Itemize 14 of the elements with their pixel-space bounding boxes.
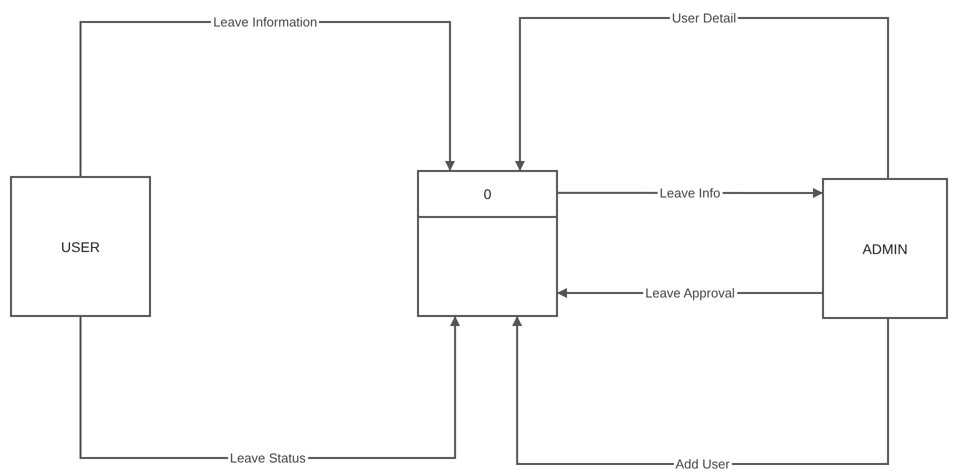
- entity-box: [10, 176, 151, 317]
- edge-label: Leave Info: [658, 185, 722, 200]
- node-label: USER: [61, 238, 100, 254]
- edge-label: Leave Status: [228, 450, 308, 466]
- process-box: [417, 170, 558, 317]
- edge-label: User Detail: [670, 10, 738, 26]
- edge-label: Leave Information: [211, 14, 320, 30]
- arrow: [514, 17, 890, 178]
- node-label: 0: [484, 186, 492, 202]
- arrow: [512, 316, 890, 465]
- edge-label: Add User: [673, 456, 732, 472]
- node-label: ADMIN: [862, 240, 908, 256]
- entity-box: [822, 178, 948, 319]
- edge-label: Leave Approval: [643, 286, 737, 301]
